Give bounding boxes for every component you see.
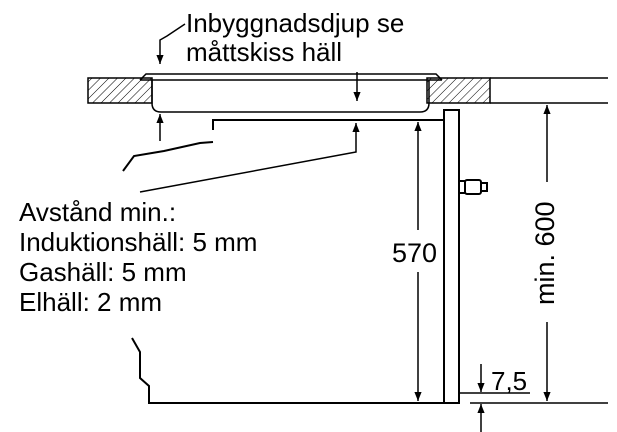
bottom-gap-label: 7,5 — [491, 366, 528, 396]
distance-electric: Elhäll: 2 mm — [19, 287, 163, 317]
top-note-line1: Inbyggnadsdjup se — [186, 8, 405, 38]
top-note-leader — [156, 23, 186, 64]
oven-height-label: 570 — [392, 238, 438, 268]
min-height-label: min. 600 — [530, 201, 560, 305]
oven-front-panel — [443, 109, 460, 404]
dimension-7-5 — [459, 364, 530, 432]
oven-knob — [459, 179, 488, 195]
distance-leader — [139, 123, 360, 193]
top-note-line2: måttskiss häll — [186, 37, 343, 67]
countertop-right — [426, 77, 491, 104]
hob — [139, 73, 443, 113]
distance-title: Avstånd min.: — [19, 197, 177, 227]
distance-note-label: Avstånd min.: Induktionshäll: 5 mm Gashä… — [19, 197, 257, 317]
oven-body — [122, 119, 444, 404]
dimension-min-600 — [490, 105, 608, 404]
top-note-label: Inbyggnadsdjup se måttskiss häll — [186, 8, 405, 67]
distance-gas: Gashäll: 5 mm — [19, 257, 187, 287]
countertop — [87, 77, 608, 104]
leader-lines — [139, 23, 361, 193]
countertop-left — [87, 77, 153, 104]
distance-induction: Induktionshäll: 5 mm — [19, 227, 258, 257]
